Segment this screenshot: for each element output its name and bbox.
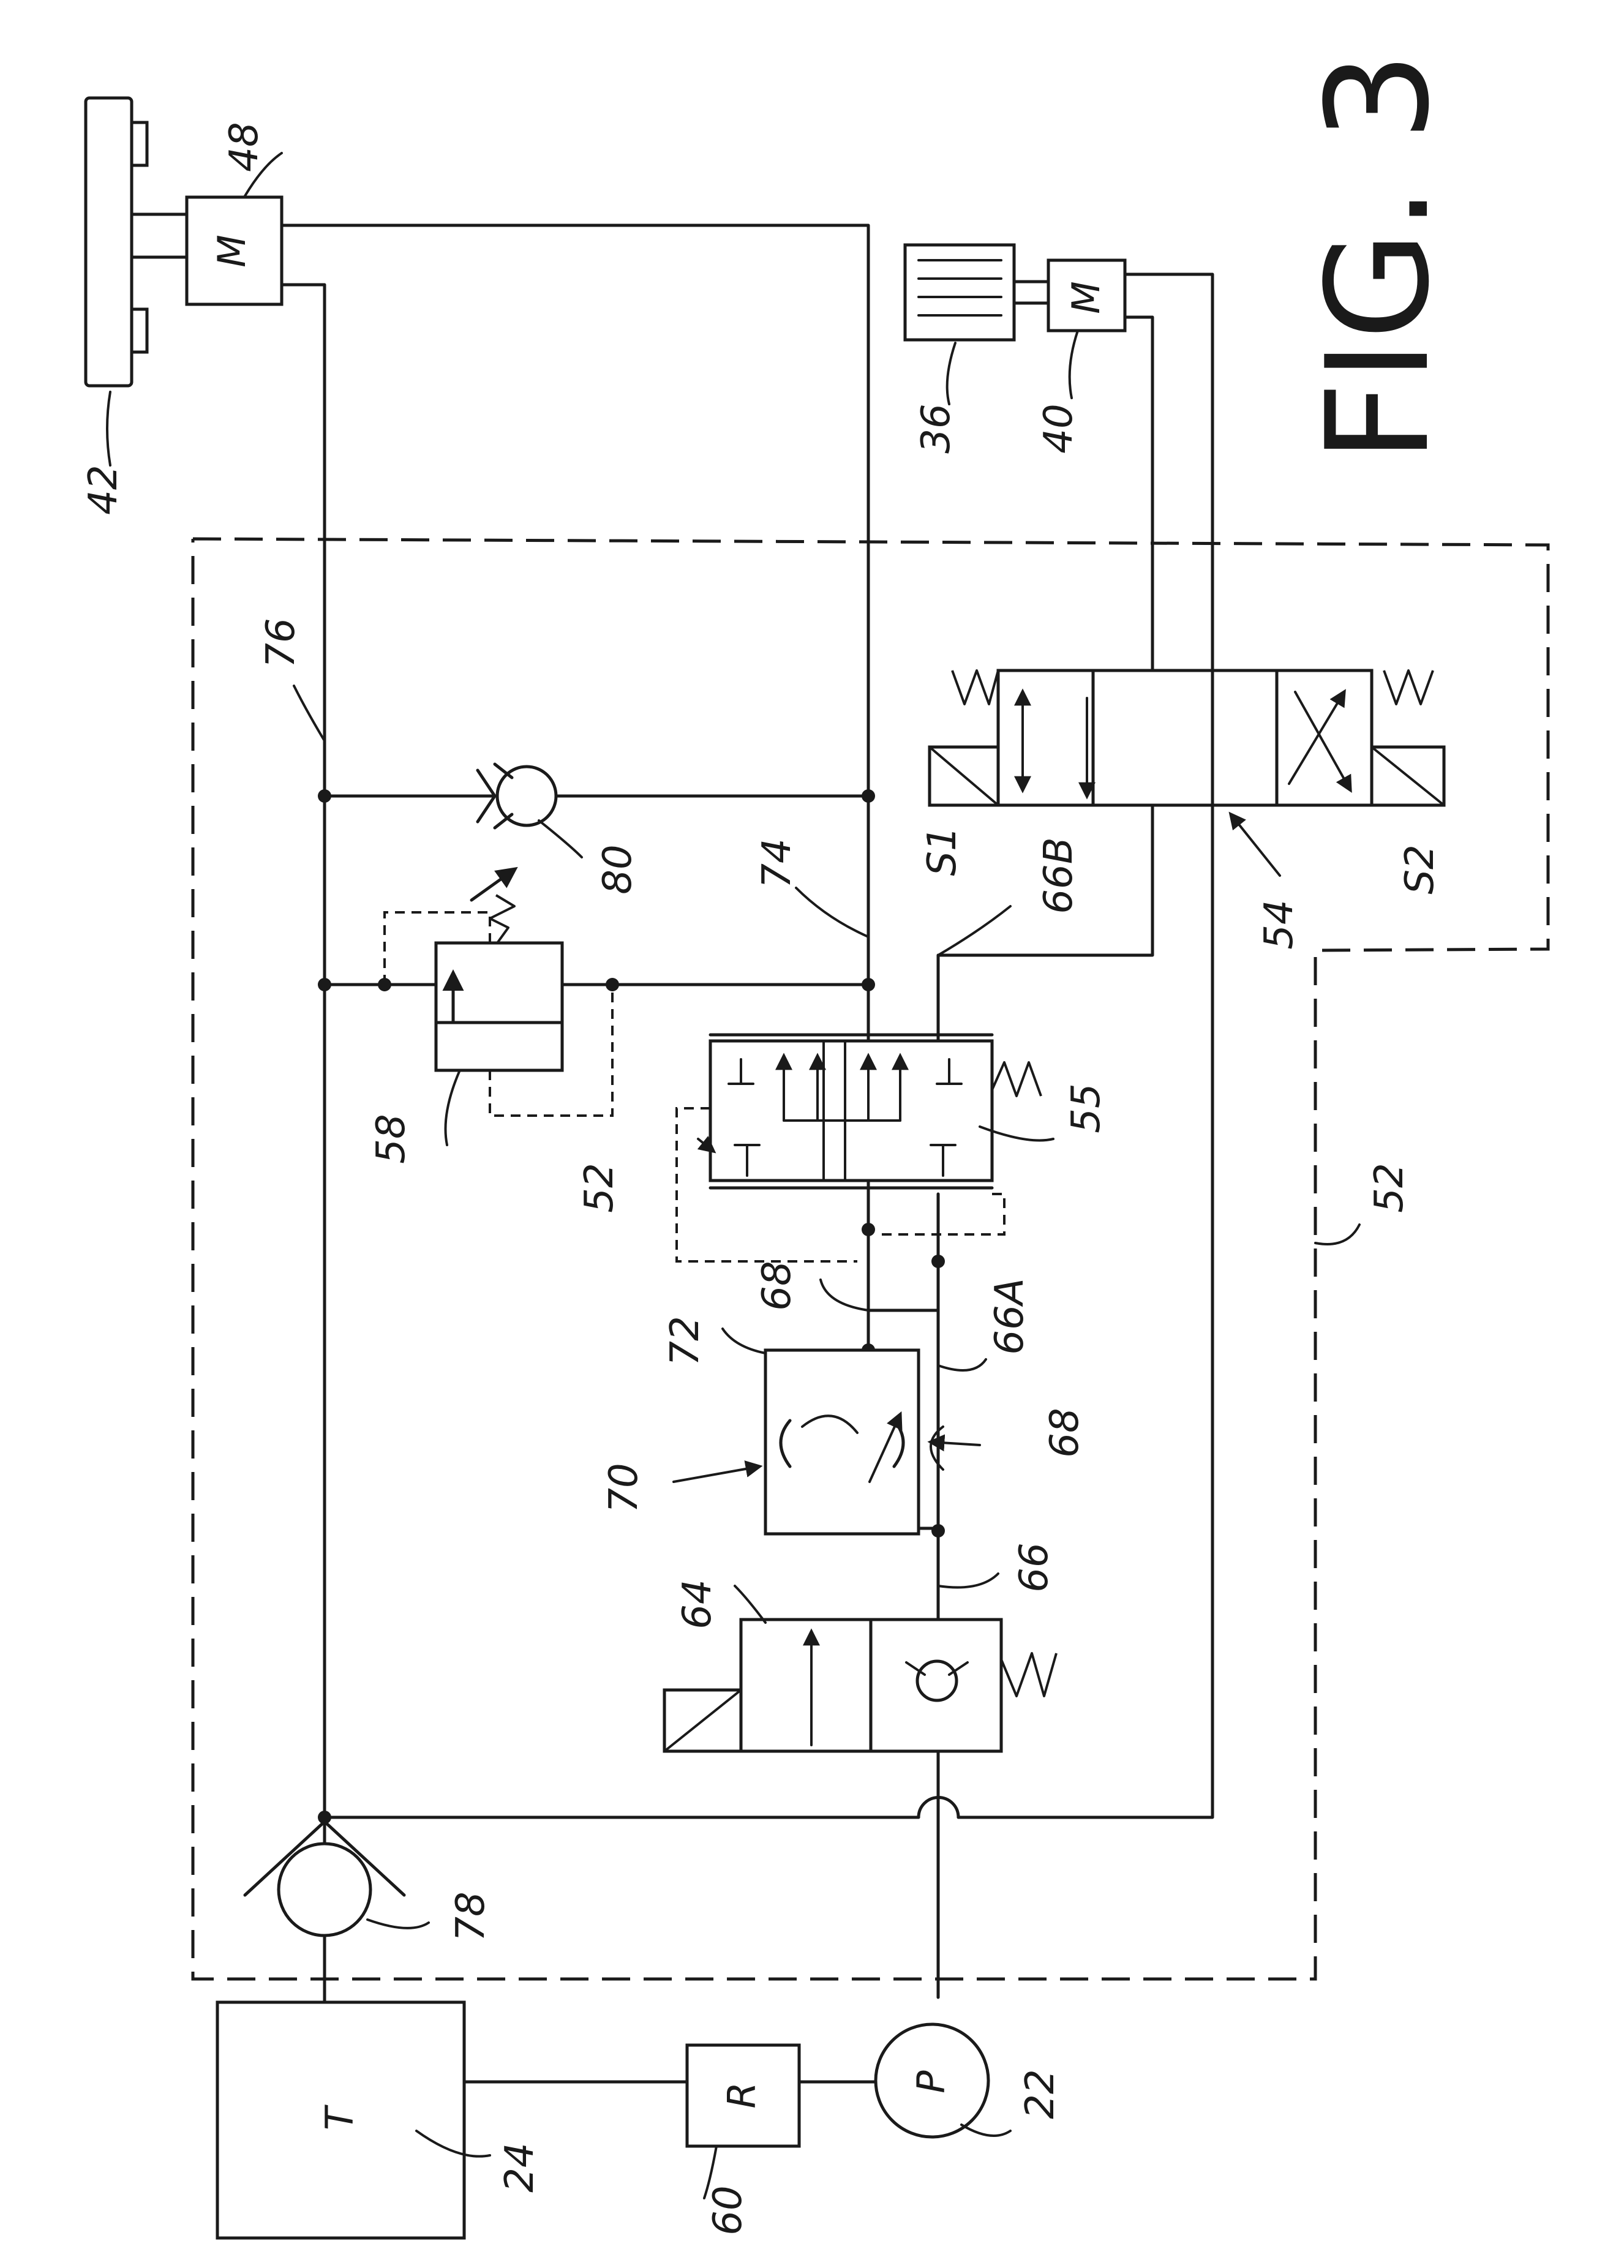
label-68-lower: 68 (1042, 1408, 1088, 1457)
label-74: 74 (754, 838, 800, 888)
priority-valve-52 (675, 1033, 1042, 1263)
label-76: 76 (258, 618, 304, 667)
label-78: 78 (448, 1891, 494, 1941)
label-42: 42 (81, 465, 126, 514)
label-66B: 66B (1036, 837, 1081, 914)
pump-22: P (874, 2022, 990, 2139)
label-54: 54 (1257, 899, 1302, 949)
label-36: 36 (914, 404, 959, 453)
svg-text:M: M (209, 235, 254, 268)
leader-lines (106, 152, 1361, 2199)
svg-text:R: R (720, 2082, 764, 2108)
relief-valve-58 (383, 866, 614, 1117)
motor-48: M (185, 195, 284, 306)
label-58: 58 (369, 1114, 414, 1163)
hydraulic-lines (280, 223, 1214, 2084)
load-36 (903, 243, 1050, 342)
check-valve-80 (476, 762, 558, 830)
flow-control-72 (672, 1348, 981, 1536)
restrictor-60: R (685, 2043, 801, 2148)
label-72: 72 (663, 1316, 708, 1365)
label-52-enclosure: 52 (1367, 1163, 1412, 1212)
label-48: 48 (222, 122, 267, 171)
label-52: 52 (577, 1163, 622, 1212)
label-66A: 66A (987, 1278, 1032, 1354)
label-S2: S2 (1397, 844, 1443, 894)
svg-text:P: P (909, 2070, 953, 2093)
svg-text:T: T (317, 2105, 362, 2130)
label-55: 55 (1064, 1083, 1109, 1133)
label-68-upper: 68 (754, 1261, 800, 1310)
figure-title: FIG. 3 (1297, 52, 1460, 463)
label-66: 66 (1012, 1542, 1057, 1592)
directional-valve-54 (928, 669, 1446, 877)
reference-labels: 42 48 36 40 76 74 80 58 52 55 66B S1 54 … (81, 122, 1443, 2235)
check-valve-78 (243, 1820, 406, 1937)
label-22: 22 (1018, 2069, 1063, 2119)
solenoid-valve-64 (663, 1618, 1058, 1753)
label-40: 40 (1036, 404, 1081, 453)
label-70: 70 (601, 1463, 647, 1512)
motor-40: M (1047, 258, 1127, 332)
load-42 (84, 96, 189, 388)
label-24: 24 (497, 2142, 543, 2192)
tank-24: T (216, 2000, 466, 2240)
label-S1: S1 (920, 826, 965, 876)
svg-text:M: M (1064, 281, 1108, 314)
label-60: 60 (705, 2185, 751, 2235)
label-64: 64 (675, 1579, 720, 1629)
dashed-enclosure-boundary (191, 537, 1550, 1981)
label-80: 80 (595, 844, 641, 894)
